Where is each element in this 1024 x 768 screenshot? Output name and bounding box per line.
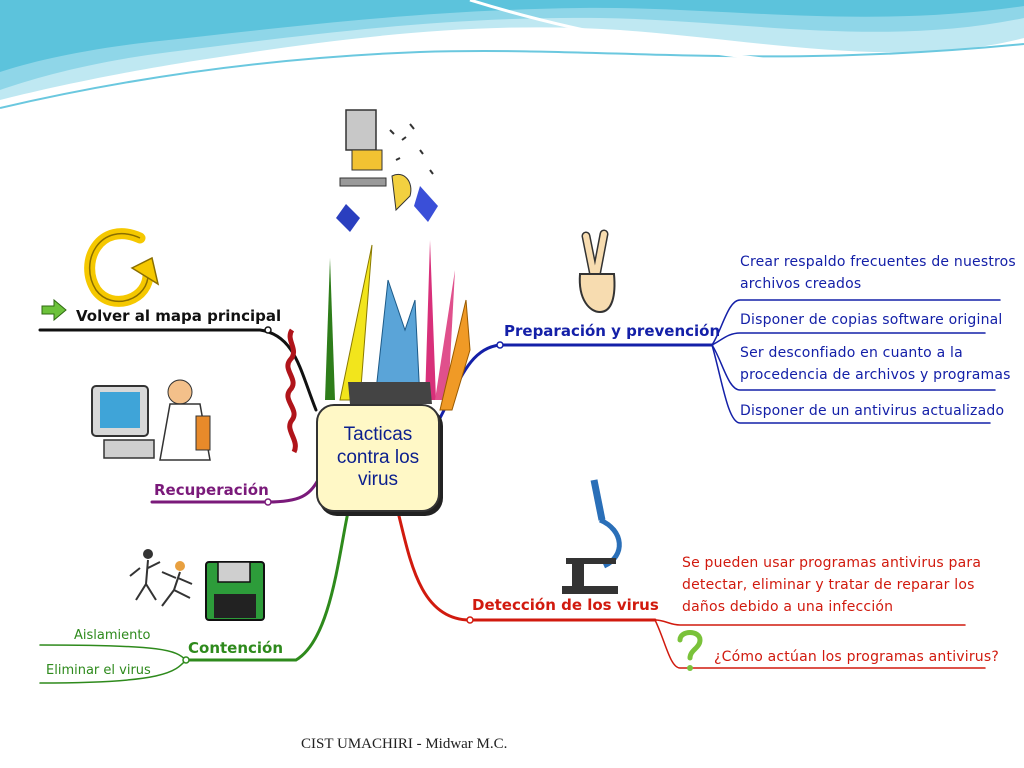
computer-user-icon [91, 379, 211, 461]
deteccion-item-2[interactable]: ¿Cómo actúan los programas antivirus? [714, 649, 1000, 665]
contencion-branch[interactable]: Contención [188, 639, 284, 657]
deteccion-item-1-line2: detectar, eliminar y tratar de reparar l… [682, 577, 975, 593]
preparacion-branch[interactable]: Preparación y prevención [504, 322, 721, 340]
volver-link[interactable]: Volver al mapa principal [76, 307, 282, 325]
deteccion-item-1[interactable]: Se pueden usar programas antivirus para … [682, 556, 981, 614]
center-line-1: Tacticas [343, 423, 413, 445]
eliminar-item[interactable]: Eliminar el virus [46, 663, 151, 678]
scattered-computer-icon [336, 109, 438, 232]
deteccion-item-1-line1: Se pueden usar programas antivirus para [682, 555, 982, 571]
preparacion-item-1-line1: Crear respaldo frecuentes de nuestros [740, 254, 1016, 270]
preparacion-item-3[interactable]: Ser desconfiado en cuanto a la procedenc… [740, 346, 1011, 382]
branch-lines [38, 299, 1001, 684]
red-scribble [285, 328, 298, 454]
preparacion-item-3-line1: Ser desconfiado en cuanto a la [740, 345, 963, 361]
center-decoration [325, 240, 471, 411]
preparacion-item-4[interactable]: Disponer de un antivirus actualizado [740, 403, 1005, 419]
footer-credit: CIST UMACHIRI - Midwar M.C. [301, 736, 508, 752]
question-mark-icon[interactable] [677, 630, 703, 672]
karate-figures-icon [129, 549, 193, 607]
preparacion-item-1[interactable]: Crear respaldo frecuentes de nuestros ar… [740, 255, 1016, 291]
center-line-2: contra los [336, 446, 420, 468]
microscope-icon [562, 479, 622, 594]
recuperacion-branch[interactable]: Recuperación [154, 481, 269, 499]
center-line-3: virus [357, 469, 399, 491]
deteccion-item-1-line3: daños debido a una infección [682, 599, 894, 615]
preparacion-item-2[interactable]: Disponer de copias software original [740, 312, 1003, 328]
header-wave [0, 0, 1024, 109]
deteccion-branch[interactable]: Detección de los virus [472, 596, 659, 614]
center-node[interactable]: Tacticas contra los virus [316, 404, 440, 512]
preparacion-item-3-line2: procedencia de archivos y programas [740, 367, 1011, 383]
green-arrow-icon[interactable] [41, 298, 67, 322]
return-arrow-icon [84, 228, 160, 307]
floppy-disk-icon [205, 561, 265, 621]
victory-hand-icon [578, 229, 616, 314]
aislamiento-item[interactable]: Aislamiento [74, 628, 151, 643]
preparacion-item-1-line2: archivos creados [740, 276, 862, 292]
